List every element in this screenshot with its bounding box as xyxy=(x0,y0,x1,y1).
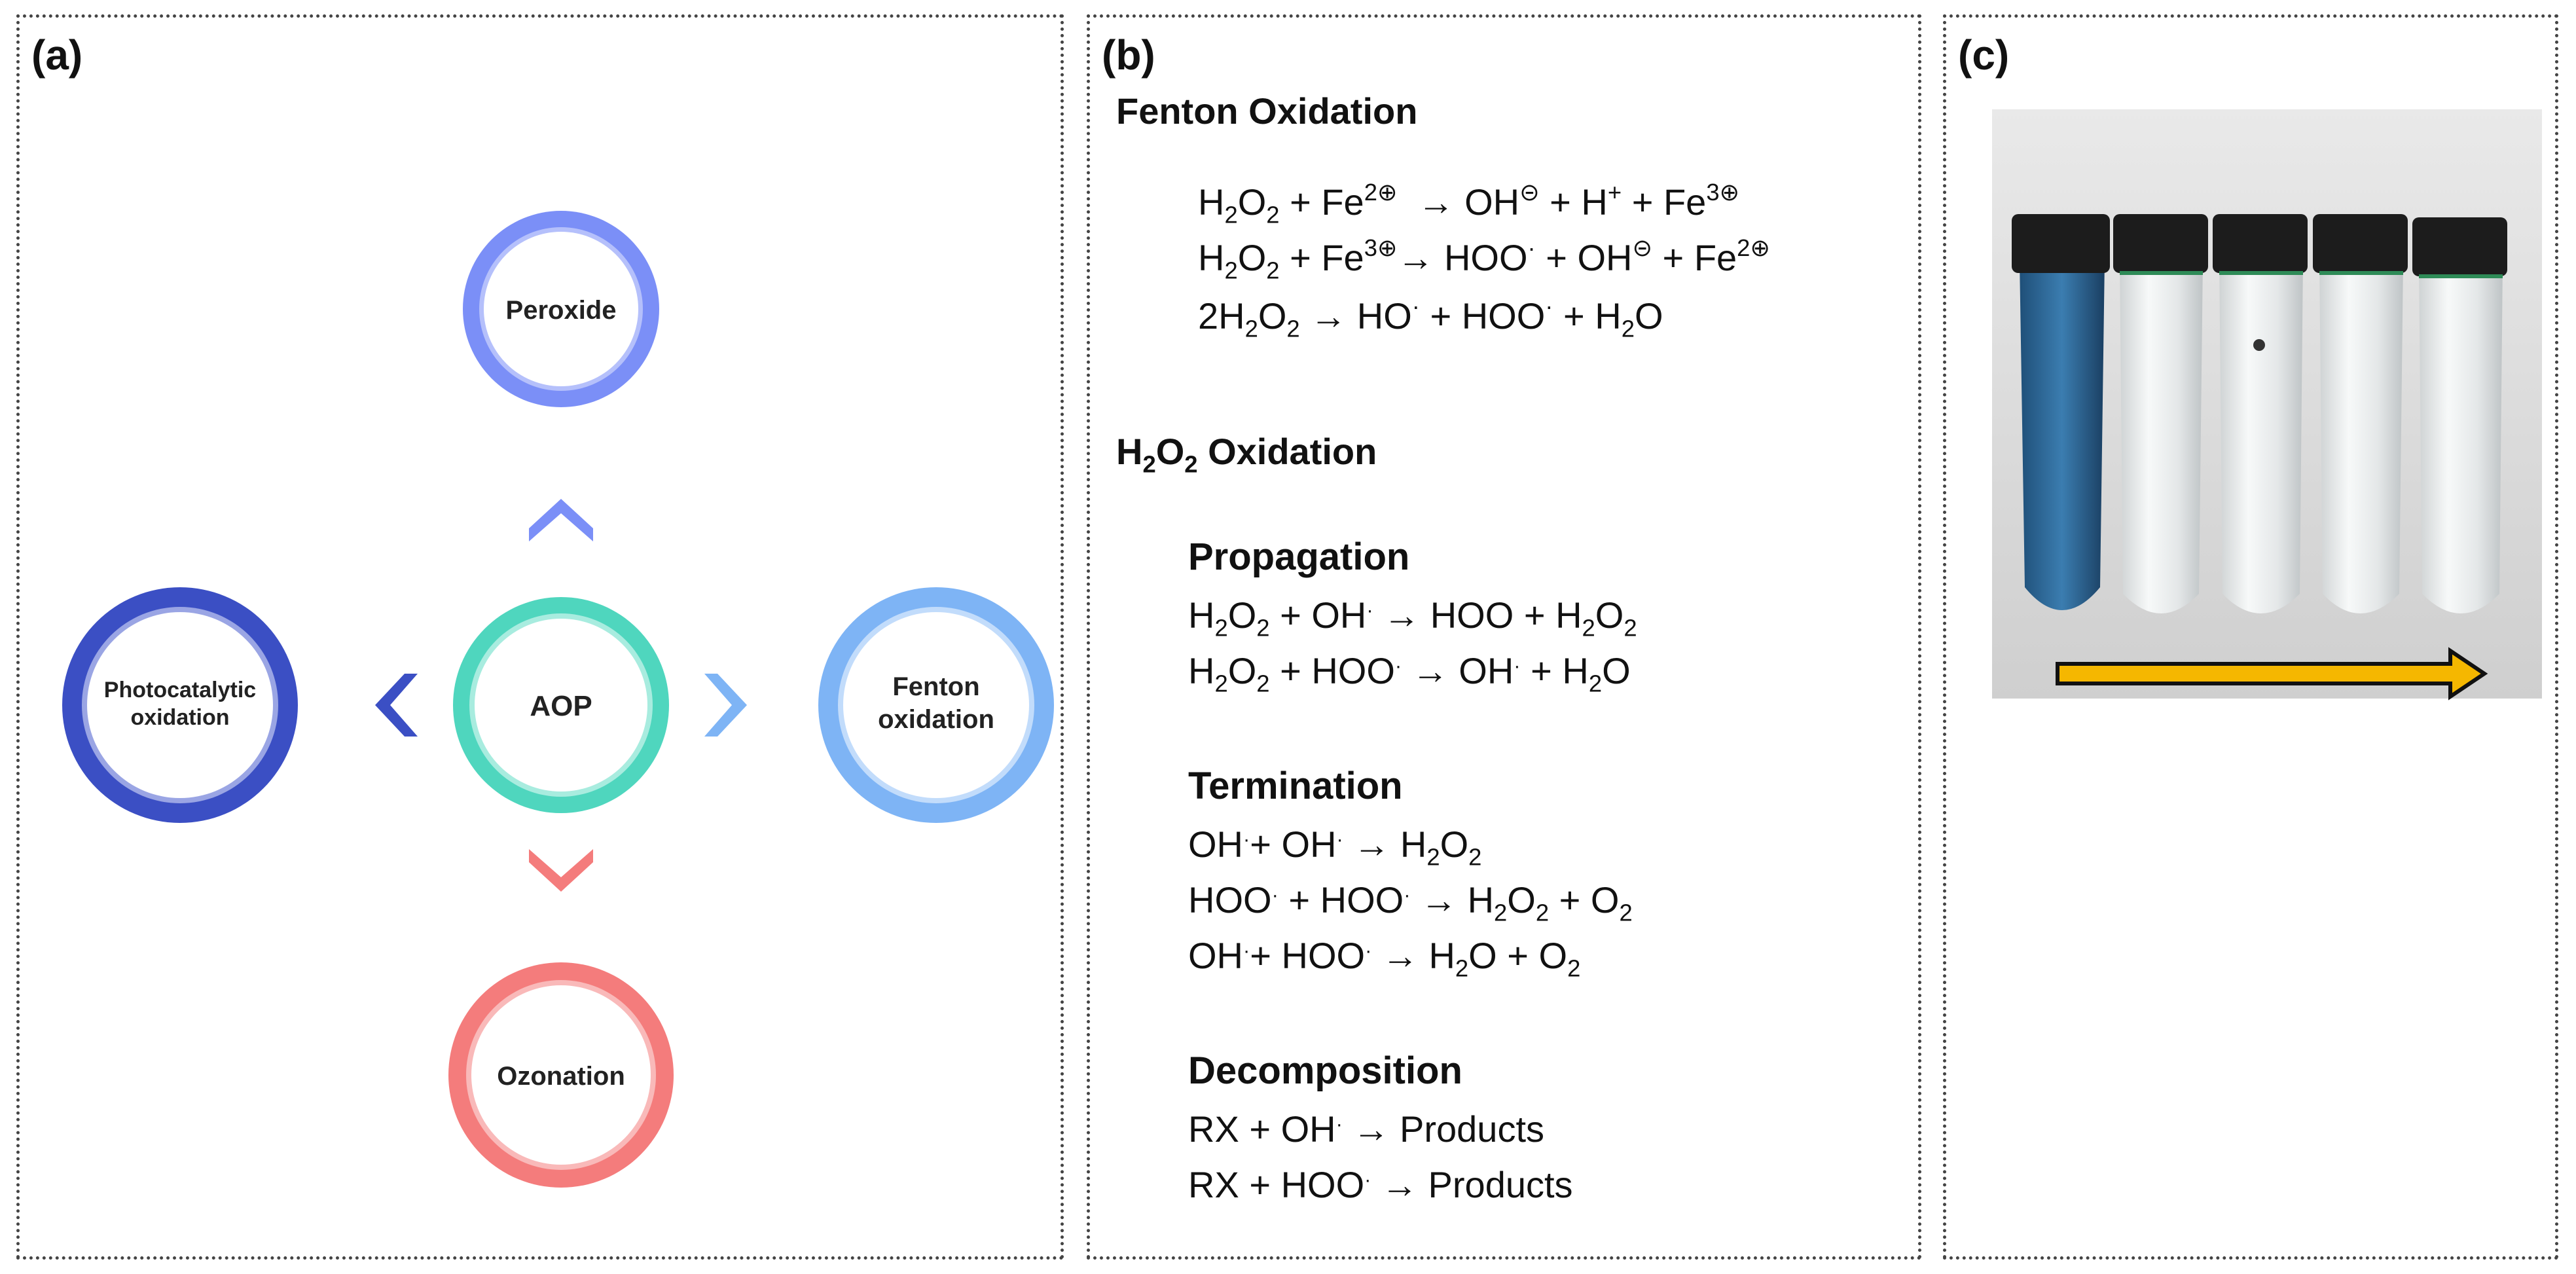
arrow-left-icon xyxy=(375,674,418,737)
fenton-label-1: Fenton xyxy=(892,672,979,701)
propagation-heading: Propagation xyxy=(1188,536,1410,578)
fenton-equation-3: 2H2O2 → HO· + HOO· + H2O xyxy=(1198,293,1663,342)
decomposition-equation-2: RX + HOO· → Products xyxy=(1188,1164,1573,1205)
arrow-up-icon xyxy=(529,499,593,541)
h2o2-oxidation-word: Oxidation xyxy=(1208,431,1377,472)
panel-b-label: (b) xyxy=(1102,31,1155,79)
panel-a-label: (a) xyxy=(31,31,83,79)
test-tube-3 xyxy=(2213,214,2308,613)
ozonation-node: Ozonation xyxy=(448,962,674,1188)
decomposition-heading: Decomposition xyxy=(1188,1049,1462,1092)
panel-c: (c) xyxy=(1943,14,2558,1260)
ozonation-label: Ozonation xyxy=(497,1062,625,1091)
photocatalytic-node: Photocatalytic oxidation xyxy=(62,587,298,823)
peroxide-node: Peroxide xyxy=(463,211,659,407)
fenton-node: Fenton oxidation xyxy=(818,587,1054,823)
fenton-equation-2: H2O2 + Fe3⊕→ HOO· + OH⊝ + Fe2⊕ xyxy=(1198,234,1770,284)
termination-equation-2: HOO· + HOO· → H2O2 + O2 xyxy=(1188,879,1633,926)
termination-heading: Termination xyxy=(1188,765,1403,807)
aop-center-node: AOP xyxy=(453,597,669,813)
aop-label: AOP xyxy=(530,690,592,722)
arrow-down-icon xyxy=(529,849,593,892)
test-tubes-photo xyxy=(1992,109,2542,701)
direction-arrow-icon xyxy=(2056,647,2488,701)
photocatalytic-label-1: Photocatalytic xyxy=(104,678,256,702)
propagation-equation-1: H2O2 + OH· → HOO + H2O2 xyxy=(1188,594,1637,642)
peroxide-label: Peroxide xyxy=(506,296,617,325)
termination-equation-3: OH·+ HOO· → H2O + O2 xyxy=(1188,935,1581,982)
arrow-right-icon xyxy=(704,674,747,737)
h2o2-oxidation-title: H2O2 Oxidation xyxy=(1116,431,1377,478)
test-tube-4 xyxy=(2313,214,2408,613)
test-tube-5 xyxy=(2412,217,2507,613)
fenton-oxidation-title: Fenton Oxidation xyxy=(1116,90,1418,132)
fenton-label-2: oxidation xyxy=(878,705,994,734)
decomposition-equation-1: RX + OH· → Products xyxy=(1188,1108,1544,1150)
photocatalytic-label-2: oxidation xyxy=(130,705,229,730)
propagation-equation-2: H2O2 + HOO· → OH· + H2O xyxy=(1188,650,1631,697)
termination-equation-1: OH·+ OH· → H2O2 xyxy=(1188,824,1482,871)
panel-b: (b) Fenton Oxidation H2O2 + Fe2⊕ → OH⊝ +… xyxy=(1087,14,1921,1260)
aop-diagram: Peroxide AOP Photocatalytic oxidation xyxy=(62,211,1054,1188)
test-tube-blue xyxy=(2012,214,2110,610)
fenton-equation-1: H2O2 + Fe2⊕ → OH⊝ + H+ + Fe3⊕ xyxy=(1198,179,1740,228)
test-tube-2 xyxy=(2113,214,2208,613)
panel-c-label: (c) xyxy=(1958,31,2010,79)
panel-a: (a) Peroxide AOP Photocatalytic xyxy=(16,14,1064,1260)
